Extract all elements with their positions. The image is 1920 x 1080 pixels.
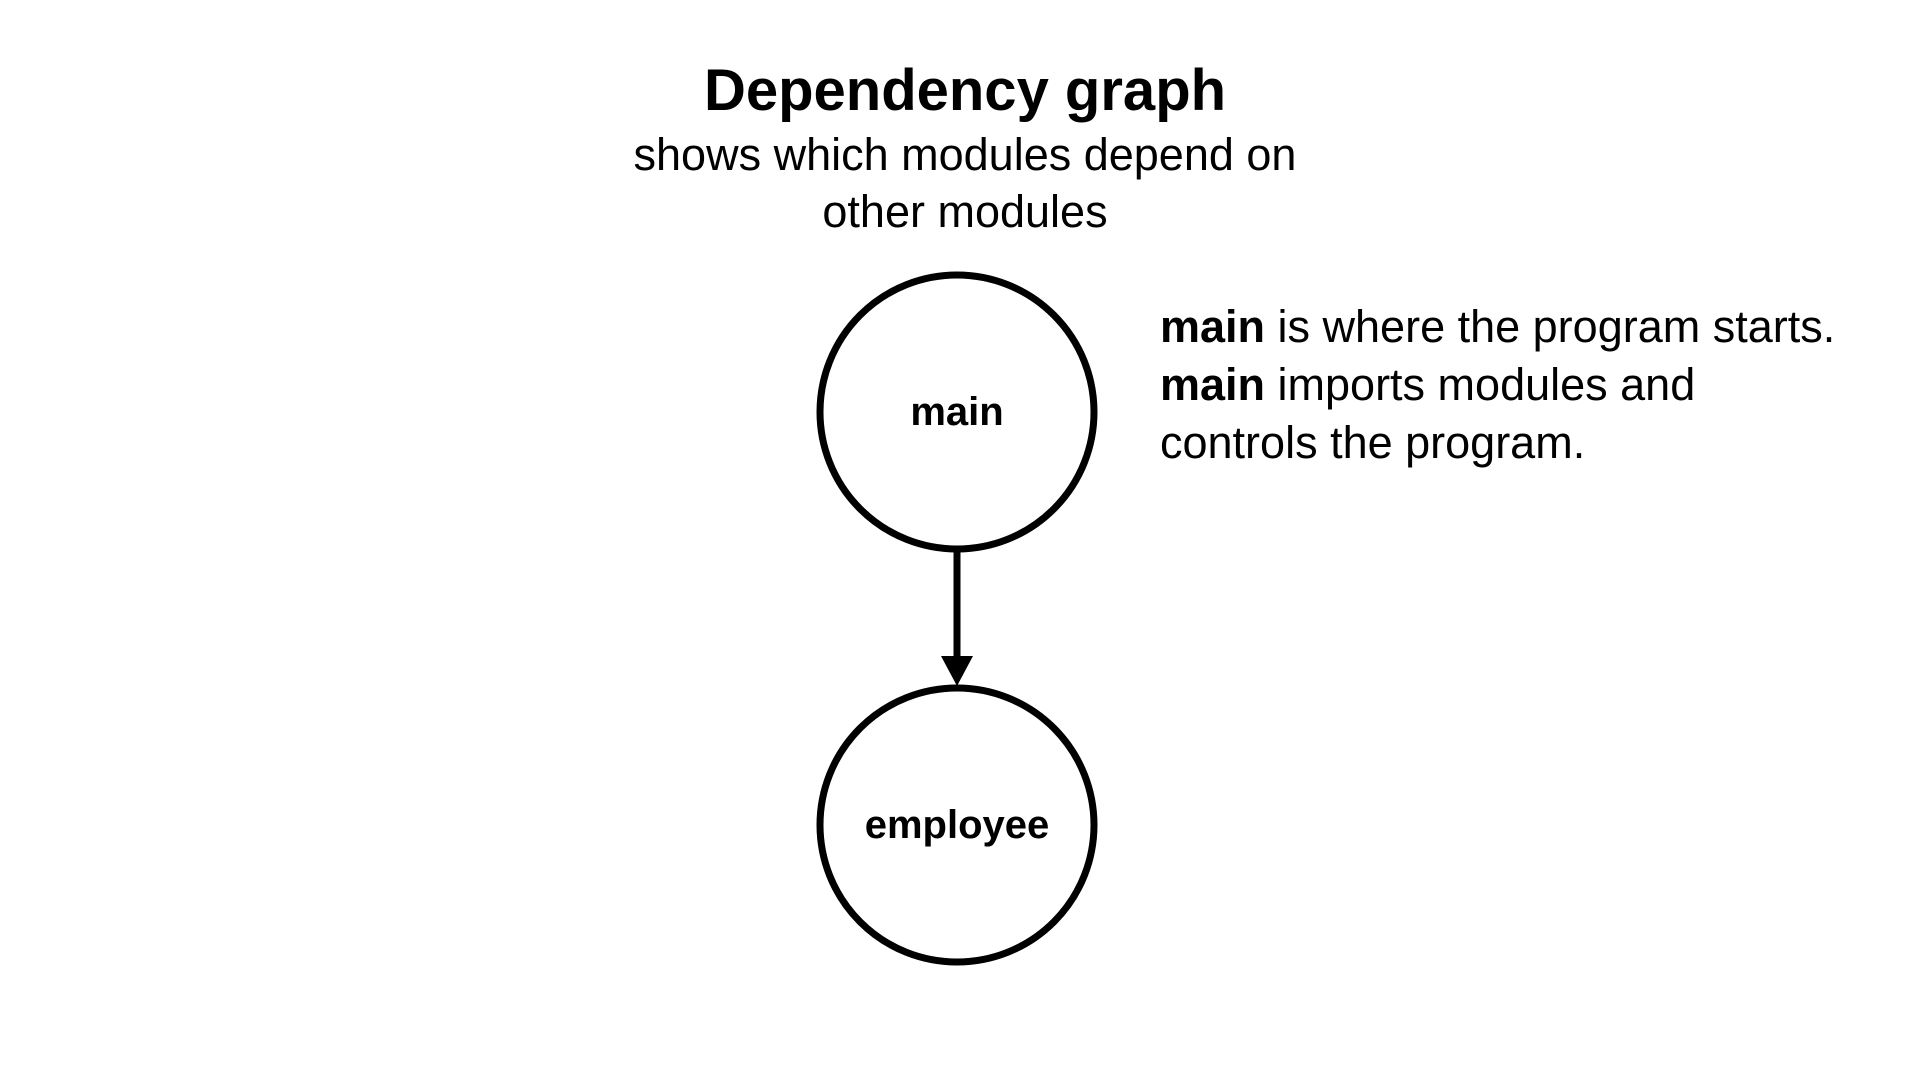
node-employee-circle bbox=[816, 684, 1098, 966]
note-2: main imports modules and controls the pr… bbox=[1160, 356, 1860, 472]
note-1-text: is where the program starts. bbox=[1265, 301, 1836, 352]
edge-arrowhead bbox=[941, 656, 973, 686]
node-main-circle bbox=[816, 271, 1098, 553]
diagram-title: Dependency graph bbox=[703, 58, 1227, 123]
edge-main-to-employee bbox=[941, 549, 973, 686]
note-1: main is where the program starts. bbox=[1160, 298, 1860, 356]
note-2-bold: main bbox=[1160, 359, 1266, 410]
node-employee-label: employee bbox=[865, 803, 1050, 847]
note-2-text: imports modules and controls the program… bbox=[1160, 359, 1696, 468]
node-main-label: main bbox=[910, 390, 1003, 434]
explanation-notes: main is where the program starts. main i… bbox=[1160, 298, 1860, 472]
node-employee: employee bbox=[816, 684, 1098, 966]
node-main: main bbox=[816, 271, 1098, 553]
note-1-bold: main bbox=[1160, 301, 1266, 352]
diagram-subtitle: shows which modules depend on other modu… bbox=[633, 129, 1297, 237]
